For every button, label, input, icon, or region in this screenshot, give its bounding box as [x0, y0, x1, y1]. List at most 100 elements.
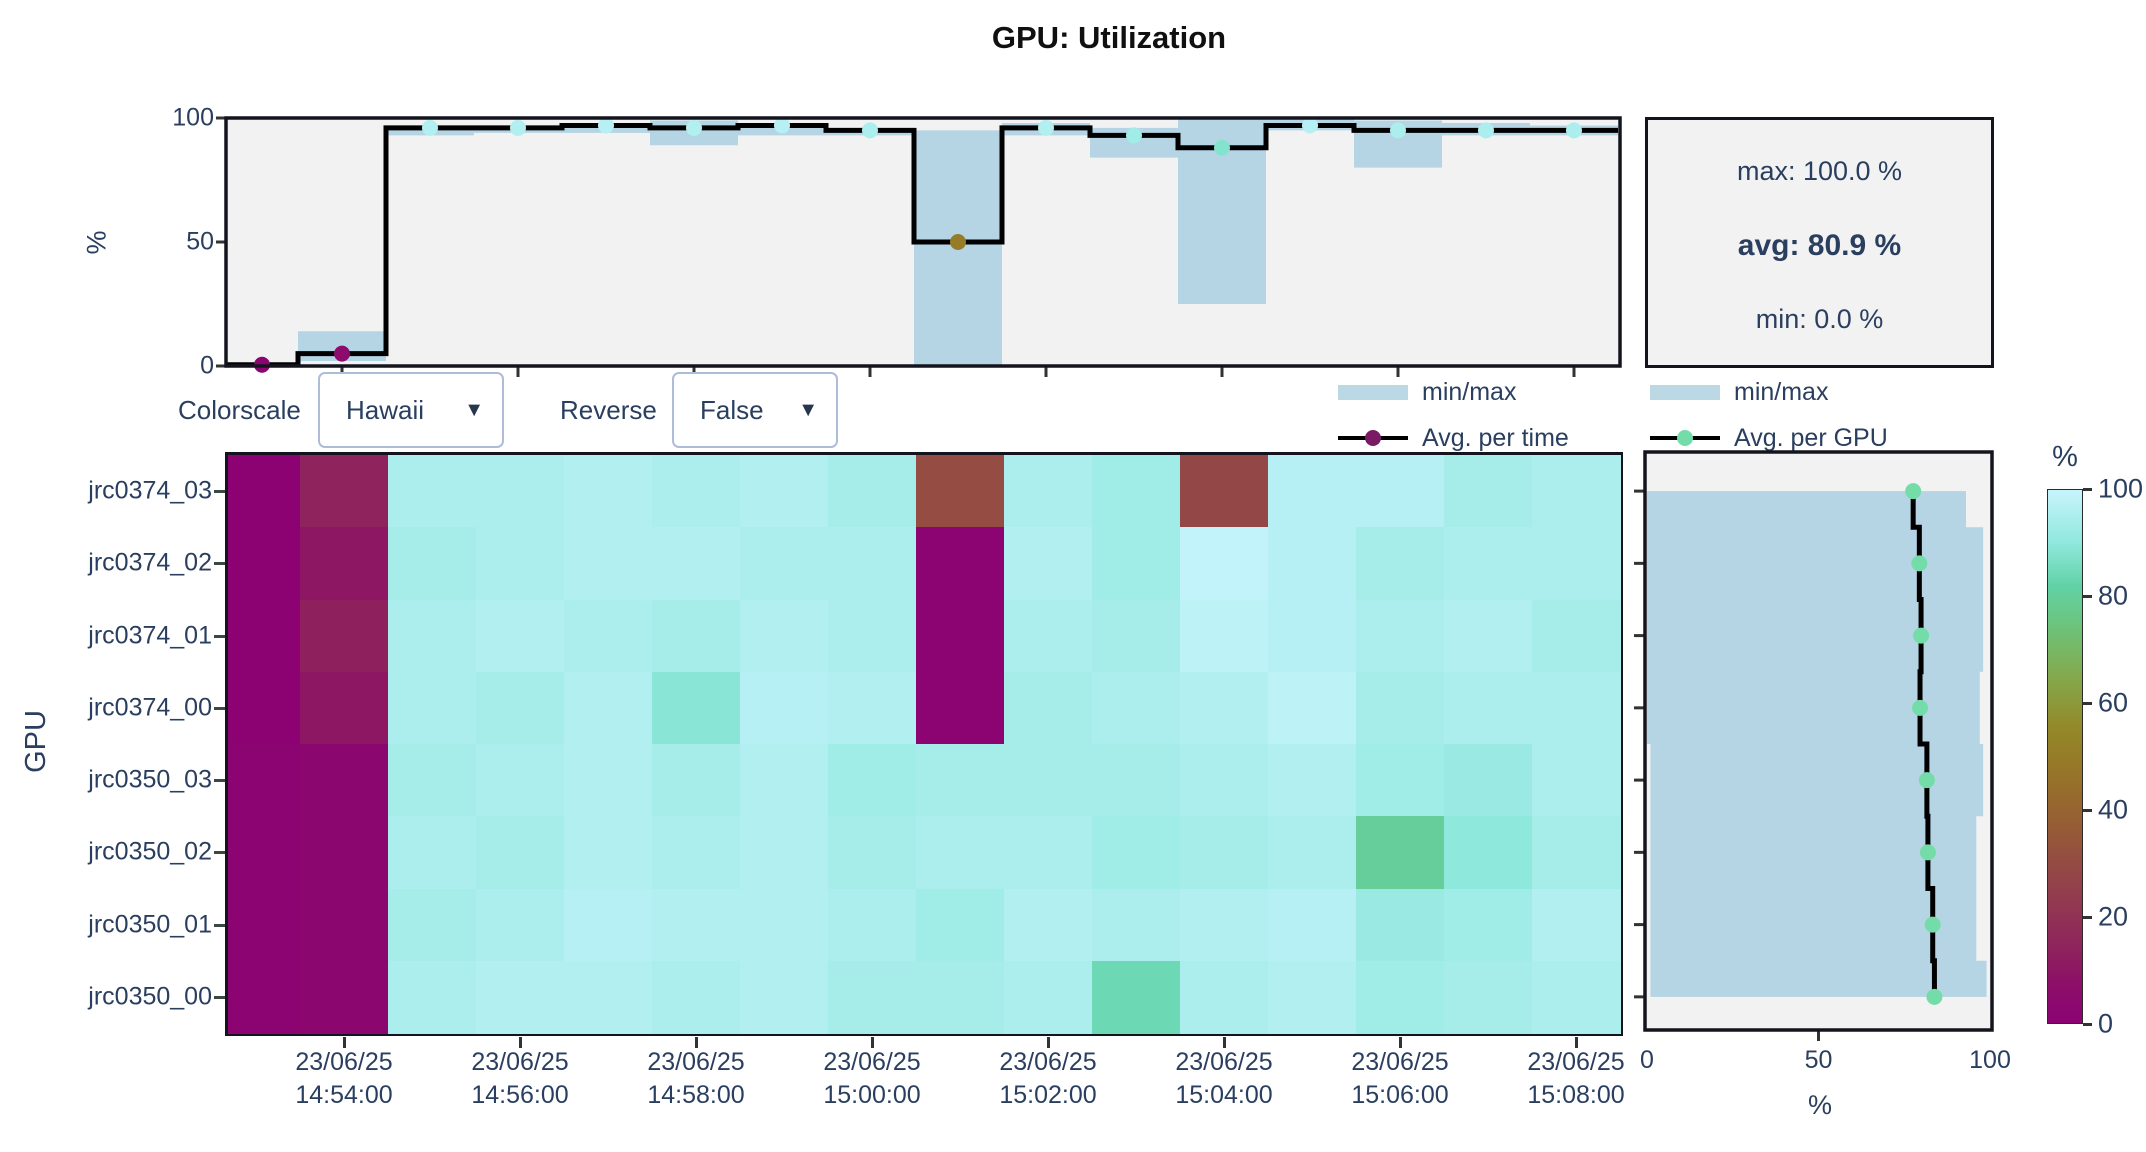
- heatmap-col-tick: [1575, 1037, 1578, 1048]
- heatmap-cell: [652, 599, 741, 673]
- heatmap-cell: [388, 816, 477, 890]
- heatmap-cell: [1356, 527, 1445, 601]
- heatmap-row-tick: [214, 706, 225, 710]
- colorbar-tick: [2083, 488, 2092, 491]
- gpu-chart-x-axis-title: %: [1807, 1090, 1832, 1120]
- heatmap-cell: [652, 816, 741, 890]
- heatmap-cell: [1004, 455, 1093, 529]
- heatmap-cell: [300, 744, 389, 818]
- heatmap-cell: [1092, 671, 1181, 745]
- avg-per-gpu-point: [1919, 844, 1936, 861]
- heatmap-cell: [228, 455, 301, 529]
- heatmap-cell: [564, 888, 653, 962]
- heatmap-cell: [564, 816, 653, 890]
- heatmap-cell: [1004, 960, 1093, 1034]
- heatmap-cell: [388, 455, 477, 529]
- heatmap-cell: [916, 599, 1005, 673]
- heatmap-cell: [1180, 671, 1269, 745]
- legend-avg-per-time[interactable]: Avg. per time: [1338, 424, 1569, 452]
- reverse-dropdown[interactable]: False ▼: [672, 372, 838, 448]
- heatmap-row-tick: [214, 490, 225, 494]
- colorscale-dropdown[interactable]: Hawaii ▼: [318, 372, 504, 448]
- avg-per-time-line: [226, 122, 1618, 368]
- avg-per-time-point: [598, 117, 614, 134]
- gpu-chart-xtick-label: 100: [1969, 1046, 2011, 1074]
- heatmap-cell: [1532, 671, 1621, 745]
- gpu-row-label: jrc0350_01: [88, 910, 212, 939]
- heatmap-cell: [740, 816, 829, 890]
- heatmap-cell: [740, 888, 829, 962]
- heatmap-cell: [1532, 960, 1621, 1034]
- heatmap-cell: [1092, 527, 1181, 601]
- heatmap-cell: [1004, 816, 1093, 890]
- colorbar-tick-label: 20: [2098, 901, 2129, 932]
- gpu-chart-xtick-label: 0: [1640, 1046, 1654, 1074]
- legend-minmax-gpu[interactable]: min/max: [1650, 378, 1828, 406]
- heatmap-cell: [1532, 455, 1621, 529]
- heatmap-col-tick: [343, 1037, 346, 1048]
- legend-avg-per-gpu[interactable]: Avg. per GPU: [1650, 424, 1888, 452]
- heatmap-cell: [1532, 527, 1621, 601]
- heatmap-cell: [1268, 599, 1357, 673]
- heatmap-cell: [564, 960, 653, 1034]
- heatmap-cell: [476, 888, 565, 962]
- colorbar-tick-label: 60: [2098, 687, 2129, 718]
- heatmap-cell: [1356, 960, 1445, 1034]
- heatmap-cell: [1092, 960, 1181, 1034]
- minmax-band: [1647, 491, 1987, 997]
- heatmap-cell: [1180, 527, 1269, 601]
- colorscale-value: Hawaii: [346, 394, 425, 425]
- avg-per-time-point: [1302, 117, 1318, 134]
- legend-minmax-time[interactable]: min/max: [1338, 378, 1516, 406]
- heatmap-cell: [228, 888, 301, 962]
- heatmap-cell: [1268, 744, 1357, 818]
- heatmap-cell: [1356, 744, 1445, 818]
- stat-max: max: 100.0 %: [1736, 156, 1903, 186]
- heatmap-cell: [388, 744, 477, 818]
- top-chart-ytick-label: 0: [200, 351, 214, 380]
- avg-per-gpu-point: [1912, 699, 1929, 716]
- reverse-value: False: [700, 394, 764, 425]
- avg-per-gpu-chart[interactable]: [1634, 450, 1994, 1041]
- heatmap-cell: [564, 599, 653, 673]
- heatmap-cell: [228, 527, 301, 601]
- heatmap-row-tick: [214, 779, 225, 783]
- avg-per-time-point: [1478, 122, 1494, 139]
- gpu-row-label: jrc0374_00: [88, 693, 212, 722]
- avg-per-time-chart[interactable]: [216, 116, 1622, 377]
- heatmap-cell: [652, 455, 741, 529]
- avg-per-time-point: [686, 119, 702, 136]
- gpu-utilization-heatmap[interactable]: [225, 452, 1623, 1036]
- colorbar-tick-label: 80: [2098, 580, 2129, 611]
- gpu-row-label: jrc0350_02: [88, 837, 212, 866]
- heatmap-cell: [1444, 455, 1533, 529]
- avg-per-gpu-point: [1911, 555, 1928, 572]
- stat-min: min: 0.0 %: [1755, 304, 1884, 334]
- colorbar-tick: [2083, 1023, 2092, 1026]
- heatmap-cell: [228, 671, 301, 745]
- heatmap-cell: [388, 888, 477, 962]
- colorbar-tick: [2083, 702, 2092, 705]
- heatmap-cell: [1268, 455, 1357, 529]
- heatmap-cell: [1444, 888, 1533, 962]
- gpu-row-label: jrc0374_01: [88, 621, 212, 650]
- heatmap-cell: [388, 671, 477, 745]
- avg-per-gpu-point: [1905, 483, 1922, 500]
- heatmap-row-tick: [214, 634, 225, 638]
- heatmap-cell: [652, 527, 741, 601]
- chevron-down-icon: ▼: [464, 398, 484, 421]
- heatmap-cell: [1092, 816, 1181, 890]
- avg-per-time-point: [1038, 119, 1054, 136]
- legend-avg-per-gpu-label: Avg. per GPU: [1734, 423, 1888, 452]
- page-title: GPU: Utilization: [991, 20, 1227, 55]
- heatmap-col-tick: [695, 1037, 698, 1048]
- heatmap-row-tick: [214, 923, 225, 927]
- legend-minmax-gpu-label: min/max: [1734, 377, 1829, 406]
- heatmap-cell: [1356, 599, 1445, 673]
- heatmap-cell: [476, 960, 565, 1034]
- heatmap-cell: [1268, 671, 1357, 745]
- gpu-chart-xtick-label: 50: [1804, 1046, 1833, 1074]
